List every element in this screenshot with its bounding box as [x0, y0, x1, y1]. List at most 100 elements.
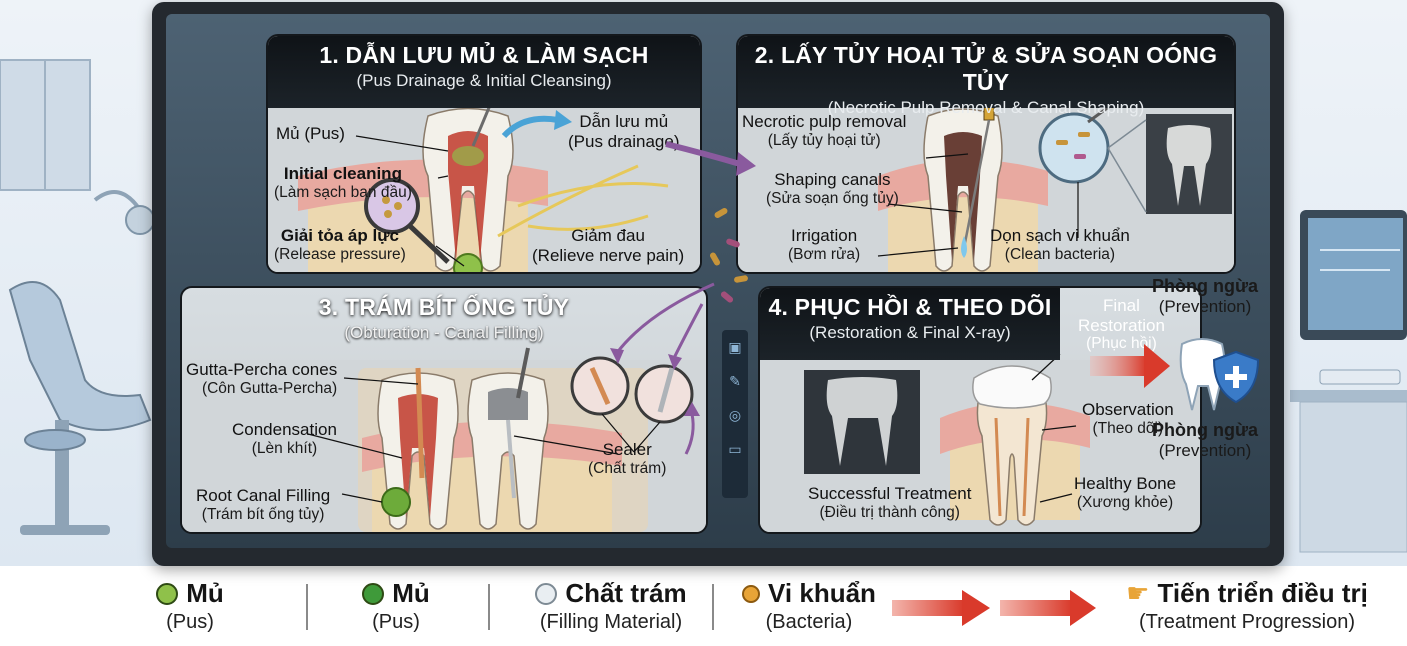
label-shaping-canals-en: Shaping canals — [774, 170, 891, 189]
label-root-canal-filling: Root Canal Filling (Trám bít ống tủy) — [196, 486, 330, 523]
legend-sub-filling: (Filling Material) — [539, 611, 683, 633]
window-tool-icon[interactable]: ▭ — [728, 441, 742, 457]
label-sealer: Sealer (Chất trám) — [588, 440, 666, 477]
label-clean-bacteria: Dọn sạch vi khuẩn (Clean bacteria) — [990, 226, 1130, 263]
legend-title-bacteria: Vi khuẩn — [768, 578, 876, 608]
legend-dot-pus-1 — [156, 582, 179, 605]
legend-sub-pus-1: (Pus) — [166, 611, 214, 633]
panel4-title: 4. PHỤC HỒI & THEO DÕI — [768, 294, 1052, 320]
legend-item-pus-1: Mủ (Pus) — [130, 578, 250, 634]
label-condensation-en: Condensation — [232, 420, 337, 439]
legend-sub-pus-2: (Pus) — [372, 611, 420, 633]
label-necrotic-pulp: Necrotic pulp removal (Lấy tủy hoại tử) — [742, 112, 906, 149]
panel4-subtitle: (Restoration & Final X-ray) — [809, 323, 1011, 342]
legend-item-bacteria: Vi khuẩn (Bacteria) — [734, 578, 884, 634]
square-tool-icon[interactable]: ▣ — [728, 339, 742, 355]
panel-restoration: 4. PHỤC HỒI & THEO DÕI (Restoration & Fi… — [758, 286, 1202, 534]
panel2-title: 2. LẤY TỦY HOẠI TỬ & SỬA SOẠN OÓNG TỦY — [754, 42, 1218, 95]
legend-dot-pus-2 — [362, 582, 385, 605]
label-observation-vi: (Theo dõi) — [1092, 419, 1164, 437]
label-observation-en: Observation — [1082, 400, 1174, 419]
panel2-header: 2. LẤY TỦY HOẠI TỬ & SỬA SOẠN OÓNG TỦY (… — [738, 36, 1234, 117]
panel4-illustration — [760, 353, 1200, 532]
pen-tool-icon[interactable]: ✎ — [729, 373, 741, 389]
label-root-canal-filling-en: Root Canal Filling — [196, 486, 331, 505]
legend-item-filling: Chất trám (Filling Material) — [516, 578, 706, 634]
panel-pus-drainage: 1. DẪN LƯU MỦ & LÀM SẠCH (Pus Drainage &… — [266, 34, 702, 274]
label-final-restoration: Final Restoration (Phục hồi) — [1078, 296, 1165, 353]
panel3-subtitle: (Obturation - Canal Filling) — [344, 323, 544, 342]
clinic-background-art — [0, 59, 1407, 553]
label-gutta-percha-vi: (Côn Gutta-Percha) — [201, 379, 338, 397]
legend-progression-arrows — [892, 590, 1096, 626]
label-final-restoration-1: Final — [1103, 296, 1140, 315]
label-release-pressure: Giải tỏa áp lực (Release pressure) — [274, 226, 406, 263]
label-irrigation: Irrigation (Bơm rửa) — [788, 226, 860, 263]
label-relieve-pain-vi: Giảm đau — [571, 226, 645, 245]
label-final-restoration-2: Restoration — [1078, 315, 1165, 335]
legend-item-pus-2: Mủ (Pus) — [336, 578, 456, 634]
panel3-title: 3. TRÁM BÍT ỐNG TỦY — [318, 294, 570, 320]
label-shaping-canals-vi: (Sửa soạn ống tủy) — [766, 189, 899, 207]
panel1-header: 1. DẪN LƯU MỦ & LÀM SẠCH (Pus Drainage &… — [268, 36, 700, 108]
tooth-tool-icon[interactable]: ◎ — [728, 407, 742, 423]
label-successful-treatment-en: Successful Treatment — [808, 484, 972, 503]
panel-pulp-removal: 2. LẤY TỦY HOẠI TỬ & SỬA SOẠN OÓNG TỦY (… — [736, 34, 1236, 274]
label-pus-drainage-en: (Pus drainage) — [568, 131, 680, 151]
label-observation: Observation (Theo dõi) — [1082, 400, 1174, 437]
label-condensation-vi: (Lèn khít) — [251, 439, 318, 457]
panel3-header: 3. TRÁM BÍT ỐNG TỦY (Obturation - Canal … — [182, 288, 706, 360]
legend-item-progression: ☛ Tiến triển điều trị (Treatment Progres… — [1102, 578, 1392, 634]
prevention-top-sub: (Prevention) — [1158, 296, 1252, 316]
panel2-illustration — [738, 93, 1234, 272]
label-pus: Mủ (Pus) — [276, 124, 345, 144]
panel1-title: 1. DẪN LƯU MỦ & LÀM SẠCH — [319, 42, 649, 68]
legend-title-pus-2: Mủ — [392, 578, 430, 608]
prevention-arrow-graphic — [1090, 338, 1260, 411]
label-initial-cleaning-vi: (Làm sạch ban đầu) — [274, 183, 412, 201]
label-gutta-percha: Gutta-Percha cones (Côn Gutta-Percha) — [186, 360, 337, 397]
label-sealer-vi: (Chất trám) — [588, 459, 667, 477]
label-condensation: Condensation (Lèn khít) — [232, 420, 337, 457]
label-release-pressure-en: (Release pressure) — [274, 245, 406, 263]
panel2-subtitle: (Necrotic Pulp Removal & Canal Shaping) — [827, 98, 1145, 117]
label-healthy-bone-vi: (Xương khỏe) — [1076, 493, 1174, 511]
prevention-top-title: Phòng ngừa — [1152, 276, 1259, 296]
prevention-bottom-sub: (Prevention) — [1158, 440, 1252, 460]
label-clean-bacteria-en: (Clean bacteria) — [1004, 245, 1116, 263]
legend-sub-bacteria: (Bacteria) — [765, 611, 853, 633]
label-irrigation-vi: (Bơm rửa) — [788, 245, 861, 263]
label-clean-bacteria-vi: Dọn sạch vi khuẩn — [990, 226, 1130, 245]
label-final-restoration-vi: (Phục hồi) — [1086, 335, 1157, 353]
label-necrotic-pulp-en: Necrotic pulp removal — [742, 112, 907, 131]
monitor-screen: 1. DẪN LƯU MỦ & LÀM SẠCH (Pus Drainage &… — [166, 14, 1270, 548]
label-healthy-bone-en: Healthy Bone — [1074, 474, 1177, 493]
label-gutta-percha-en: Gutta-Percha cones — [186, 360, 338, 379]
prevention-label-bottom: Phòng ngừa (Prevention) — [1152, 420, 1258, 460]
label-irrigation-en: Irrigation — [791, 226, 858, 245]
legend-sub-progression: (Treatment Progression) — [1139, 611, 1355, 633]
hand-pointing-icon: ☛ — [1126, 578, 1150, 608]
panel4-header: 4. PHỤC HỒI & THEO DÕI (Restoration & Fi… — [760, 288, 1060, 360]
panel3-illustration — [182, 347, 706, 532]
label-successful-treatment-vi: (Điều trị thành công) — [819, 503, 960, 521]
label-successful-treatment: Successful Treatment (Điều trị thành côn… — [808, 484, 971, 521]
prevention-bottom-title: Phòng ngừa — [1152, 420, 1259, 440]
label-relieve-pain: Giảm đau (Relieve nerve pain) — [532, 226, 684, 265]
screen-side-toolbar: ▣ ✎ ◎ ▭ — [722, 330, 748, 498]
label-initial-cleaning-en: Initial cleaning — [283, 164, 402, 183]
legend-separator — [488, 584, 490, 630]
legend-dot-filling — [535, 582, 558, 605]
display-monitor: 1. DẪN LƯU MỦ & LÀM SẠCH (Pus Drainage &… — [152, 2, 1284, 566]
label-healthy-bone: Healthy Bone (Xương khỏe) — [1074, 474, 1176, 511]
label-release-pressure-vi: Giải tỏa áp lực — [280, 226, 399, 245]
label-shaping-canals: Shaping canals (Sửa soạn ống tủy) — [766, 170, 899, 207]
label-pus-drainage: Dẫn lưu mủ (Pus drainage) — [568, 112, 680, 151]
panel1-illustration — [268, 85, 700, 272]
panel1-subtitle: (Pus Drainage & Initial Cleansing) — [356, 71, 612, 90]
legend-dot-bacteria — [742, 584, 761, 603]
legend-separator — [306, 584, 308, 630]
label-pus-drainage-vi: Dẫn lưu mủ — [579, 112, 669, 131]
prevention-label-top: Phòng ngừa (Prevention) — [1152, 276, 1258, 316]
label-root-canal-filling-vi: (Trám bít ống tủy) — [201, 505, 325, 523]
